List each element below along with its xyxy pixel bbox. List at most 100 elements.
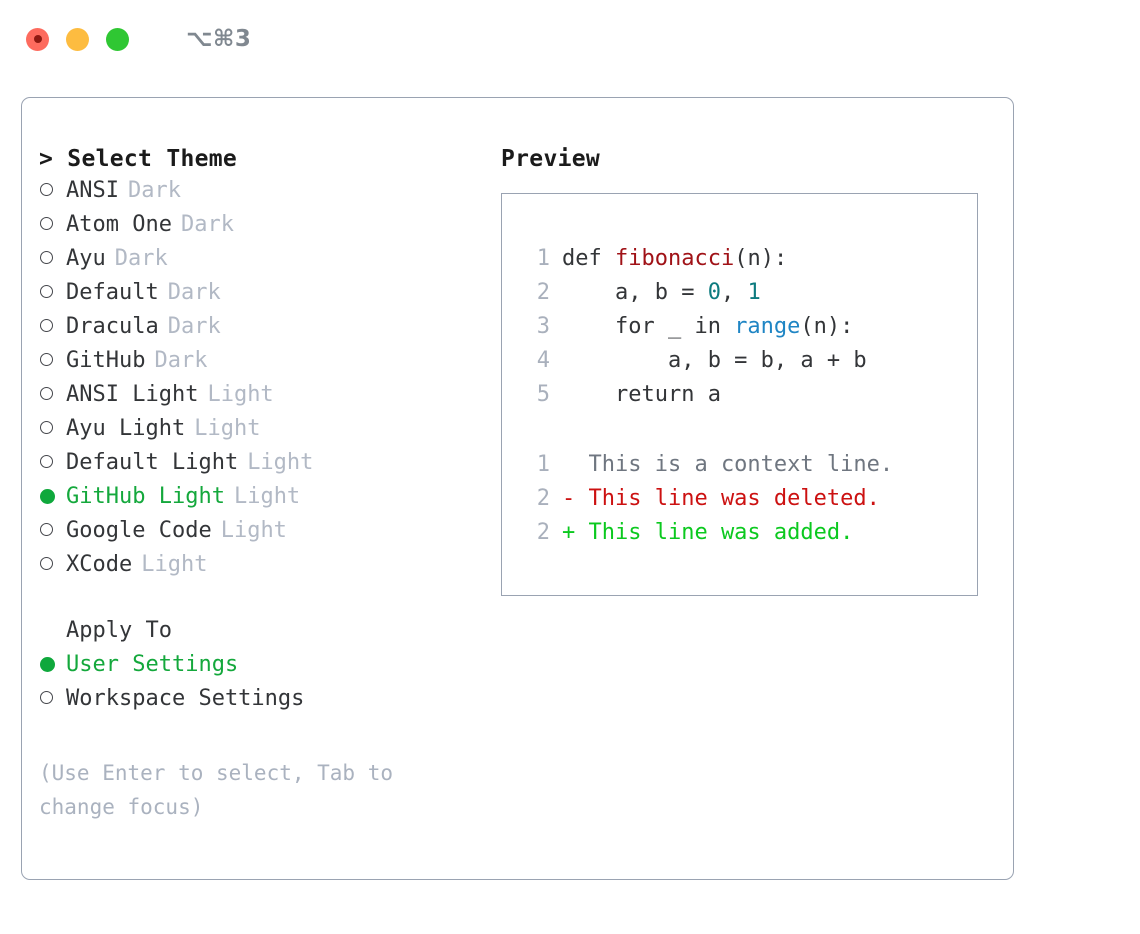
radio-glyph	[40, 217, 53, 230]
radio-glyph	[40, 455, 53, 468]
theme-option-default-light[interactable]: Default Light Light	[39, 450, 479, 484]
radio-glyph	[40, 183, 53, 196]
radio-glyph	[40, 657, 55, 672]
theme-option-variant-badge: Light	[247, 450, 314, 475]
code-line-number: 2	[536, 280, 550, 305]
code-line: 1 def fibonacci(n):	[520, 246, 977, 280]
diff-line-content: - This line was deleted.	[562, 486, 880, 511]
theme-option-variant-badge: Dark	[127, 178, 181, 203]
theme-option-variant-badge: Dark	[167, 280, 221, 305]
diff-line-context: 1 This is a context line.	[520, 452, 977, 486]
code-token: a, b = b, a + b	[562, 348, 867, 373]
preview-title: Preview	[501, 146, 601, 172]
code-line-content: def fibonacci(n):	[562, 246, 787, 271]
theme-option-variant-badge: Light	[141, 552, 208, 577]
code-line-number: 3	[536, 314, 550, 339]
diff-line-number: 1	[536, 452, 550, 477]
maximize-window-button[interactable]	[106, 27, 129, 51]
theme-option-variant-badge: Dark	[167, 314, 221, 339]
code-line-content: for _ in range(n):	[562, 314, 853, 339]
theme-option-ayu-light[interactable]: Ayu Light Light	[39, 416, 479, 450]
theme-option-label: GitHub Light	[66, 484, 225, 509]
theme-option-label: Default Light	[66, 450, 239, 475]
theme-option-label: Default	[66, 280, 159, 305]
code-token: 1	[747, 280, 761, 305]
theme-option-default[interactable]: Default Dark	[39, 280, 479, 314]
code-line: 4 a, b = b, a + b	[520, 348, 977, 382]
theme-option-ansi-light[interactable]: ANSI Light Light	[39, 382, 479, 416]
minimize-window-button[interactable]	[66, 27, 89, 51]
diff-line-content: This is a context line.	[562, 452, 894, 477]
theme-option-label: ANSI Light	[66, 382, 199, 407]
theme-option-variant-badge: Light	[207, 382, 274, 407]
code-line-content: return a	[562, 382, 721, 407]
apply-to-option-label: Workspace Settings	[66, 686, 305, 711]
apply-to-option-user-settings[interactable]: User Settings	[39, 652, 479, 686]
code-line-number: 5	[536, 382, 550, 407]
close-window-button[interactable]	[26, 27, 49, 51]
theme-option-label: Dracula	[66, 314, 159, 339]
theme-option-variant-badge: Light	[194, 416, 261, 441]
code-token: ,	[720, 280, 748, 305]
theme-option-label: XCode	[66, 552, 133, 577]
code-token: fibonacci	[614, 246, 735, 271]
code-line: 3 for _ in range(n):	[520, 314, 977, 348]
code-token: def	[562, 246, 615, 271]
code-token: for _ in	[562, 314, 735, 339]
code-line-number: 1	[536, 246, 550, 271]
theme-option-ansi[interactable]: ANSI Dark	[39, 178, 479, 212]
theme-option-github-light[interactable]: GitHub Light Light	[39, 484, 479, 518]
radio-glyph	[40, 387, 53, 400]
code-token: (n):	[734, 246, 788, 271]
radio-glyph	[40, 557, 53, 570]
diff-line-number: 2	[536, 520, 550, 545]
theme-option-dracula[interactable]: Dracula Dark	[39, 314, 479, 348]
theme-option-xcode[interactable]: XCode Light	[39, 552, 479, 586]
code-token: (n):	[800, 314, 854, 339]
radio-glyph	[40, 421, 53, 434]
diff-line-add: 2 + This line was added.	[520, 520, 977, 554]
code-token: a, b =	[562, 280, 708, 305]
radio-glyph	[40, 319, 53, 332]
theme-option-variant-badge: Dark	[154, 348, 208, 373]
radio-glyph	[40, 489, 55, 504]
diff-sample: 1 This is a context line.2- This line wa…	[520, 452, 977, 554]
theme-option-variant-badge: Light	[233, 484, 301, 509]
apply-to-heading: Apply To	[66, 618, 172, 643]
theme-option-label: Google Code	[66, 518, 212, 543]
apply-to-option-workspace-settings[interactable]: Workspace Settings	[39, 686, 479, 720]
theme-option-variant-badge: Dark	[180, 212, 234, 237]
diff-line-content: + This line was added.	[562, 520, 854, 545]
radio-glyph	[40, 251, 53, 264]
code-line-content: a, b = b, a + b	[562, 348, 867, 373]
spacer	[520, 416, 977, 452]
radio-glyph	[40, 285, 53, 298]
theme-option-google-code[interactable]: Google Code Light	[39, 518, 479, 552]
diff-line-del: 2- This line was deleted.	[520, 486, 977, 520]
theme-option-label: Ayu Light	[66, 416, 186, 441]
theme-option-variant-badge: Dark	[114, 246, 168, 271]
radio-glyph	[40, 691, 53, 704]
code-token: 0	[707, 280, 721, 305]
theme-option-label: ANSI	[66, 178, 119, 203]
code-line-number: 4	[536, 348, 550, 373]
title-bar: ⌥⌘3	[0, 0, 1140, 78]
code-line: 5 return a	[520, 382, 977, 416]
theme-option-variant-badge: Light	[220, 518, 287, 543]
code-token: range	[734, 314, 801, 339]
code-line-content: a, b = 0, 1	[562, 280, 761, 305]
code-line: 2 a, b = 0, 1	[520, 280, 977, 314]
page-title: > Select Theme	[39, 146, 238, 172]
